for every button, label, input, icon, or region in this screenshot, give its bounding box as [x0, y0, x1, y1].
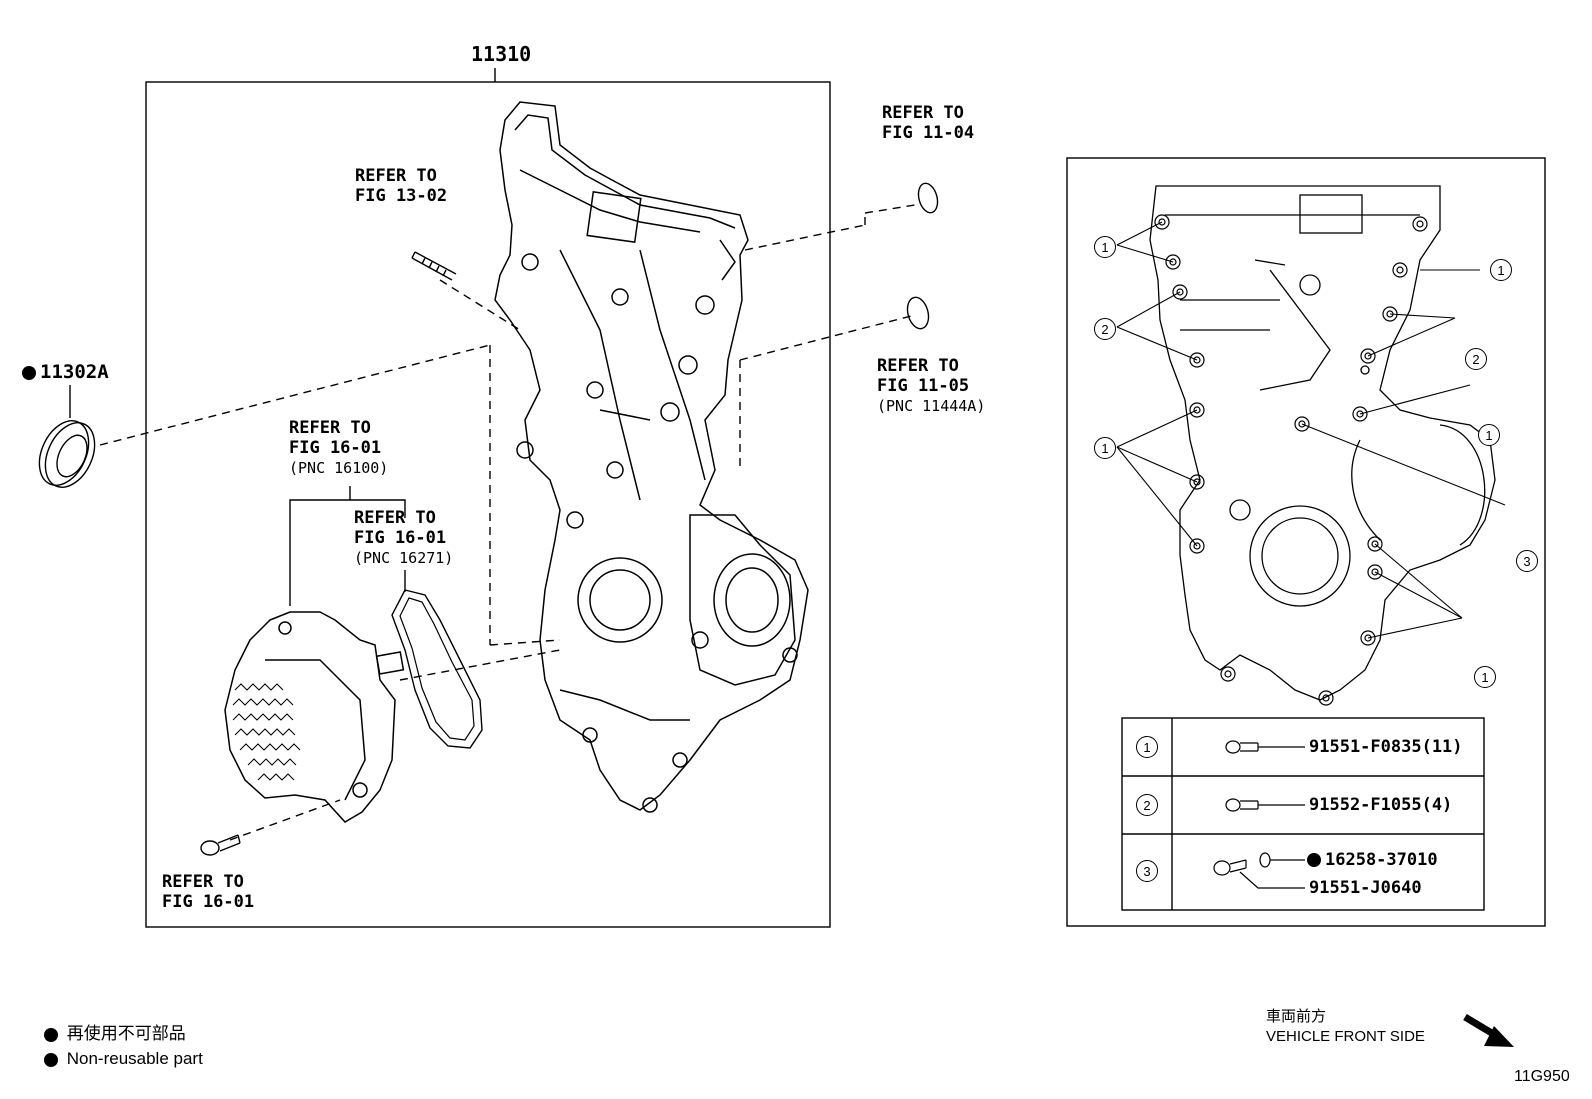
callout-1: 1 — [1490, 259, 1512, 281]
ref-fig-11-05[interactable]: REFER TO FIG 11-05 (PNC 11444A) — [877, 356, 986, 415]
inset-cover-outline — [1149, 185, 1496, 701]
table-callout-2: 2 — [1136, 794, 1158, 816]
stud-bolt-drawing — [411, 251, 457, 281]
table-callout-1: 1 — [1136, 736, 1158, 758]
legend-en: Non-reusable part — [66, 1049, 203, 1068]
direction-jp: 車両前方 — [1266, 1008, 1327, 1025]
non-reusable-dot-icon — [44, 1027, 58, 1042]
bolt-part-2[interactable]: 91552-F1055(4) — [1309, 795, 1453, 815]
table-bolt-icons — [1213, 740, 1305, 889]
legend: 再使用不可部品 Non-reusable part — [44, 1023, 203, 1070]
callout-2: 2 — [1465, 348, 1487, 370]
gasket-drawing — [391, 589, 483, 749]
ref-fig-16-01-pump[interactable]: REFER TO FIG 16-01 (PNC 16100) — [289, 418, 389, 477]
main-frame — [145, 81, 831, 928]
legend-jp: 再使用不可部品 — [66, 1024, 186, 1043]
bolt-part-3[interactable]: 91551-J0640 — [1309, 878, 1422, 898]
direction-en: VEHICLE FRONT SIDE — [1266, 1028, 1425, 1045]
callout-1: 1 — [1478, 424, 1500, 446]
main-part-number: 11310 — [471, 42, 532, 66]
pump-bolt-drawing — [200, 834, 241, 856]
callout-1: 1 — [1474, 666, 1496, 688]
ref-fig-11-04[interactable]: REFER TO FIG 11-04 — [882, 103, 975, 143]
seal-part-label: 11302A — [22, 362, 109, 382]
callout-2: 2 — [1094, 318, 1116, 340]
ref-fig-13-02[interactable]: REFER TO FIG 13-02 — [355, 166, 448, 206]
inset-frame — [1066, 157, 1546, 927]
oil-seal-drawing — [38, 385, 96, 488]
non-reusable-dot-icon — [44, 1052, 58, 1067]
figure-id: 11G950 — [1514, 1068, 1570, 1085]
washer-part-3[interactable]: 16258-37010 — [1307, 850, 1438, 870]
bolt-table-grid — [1121, 717, 1485, 911]
front-arrow-icon — [1463, 1013, 1514, 1047]
callout-1: 1 — [1094, 437, 1116, 459]
water-pump-drawing — [224, 611, 405, 823]
callout-1: 1 — [1094, 236, 1116, 258]
non-reusable-dot-icon — [1307, 853, 1321, 867]
seal-part-number: 11302A — [40, 361, 109, 383]
ref-fig-16-01-gasket[interactable]: REFER TO FIG 16-01 (PNC 16271) — [354, 508, 454, 567]
table-callout-3: 3 — [1136, 860, 1158, 882]
bolt-part-1[interactable]: 91551-F0835(11) — [1309, 737, 1463, 757]
direction-label: 車両前方 VEHICLE FRONT SIDE — [1266, 1007, 1425, 1047]
timing-cover-drawing — [494, 101, 809, 813]
inset-bolt-holes — [1154, 214, 1428, 706]
callout-3: 3 — [1516, 550, 1538, 572]
ref-fig-16-01-bolt[interactable]: REFER TO FIG 16-01 — [162, 872, 255, 912]
non-reusable-dot-icon — [22, 365, 36, 380]
